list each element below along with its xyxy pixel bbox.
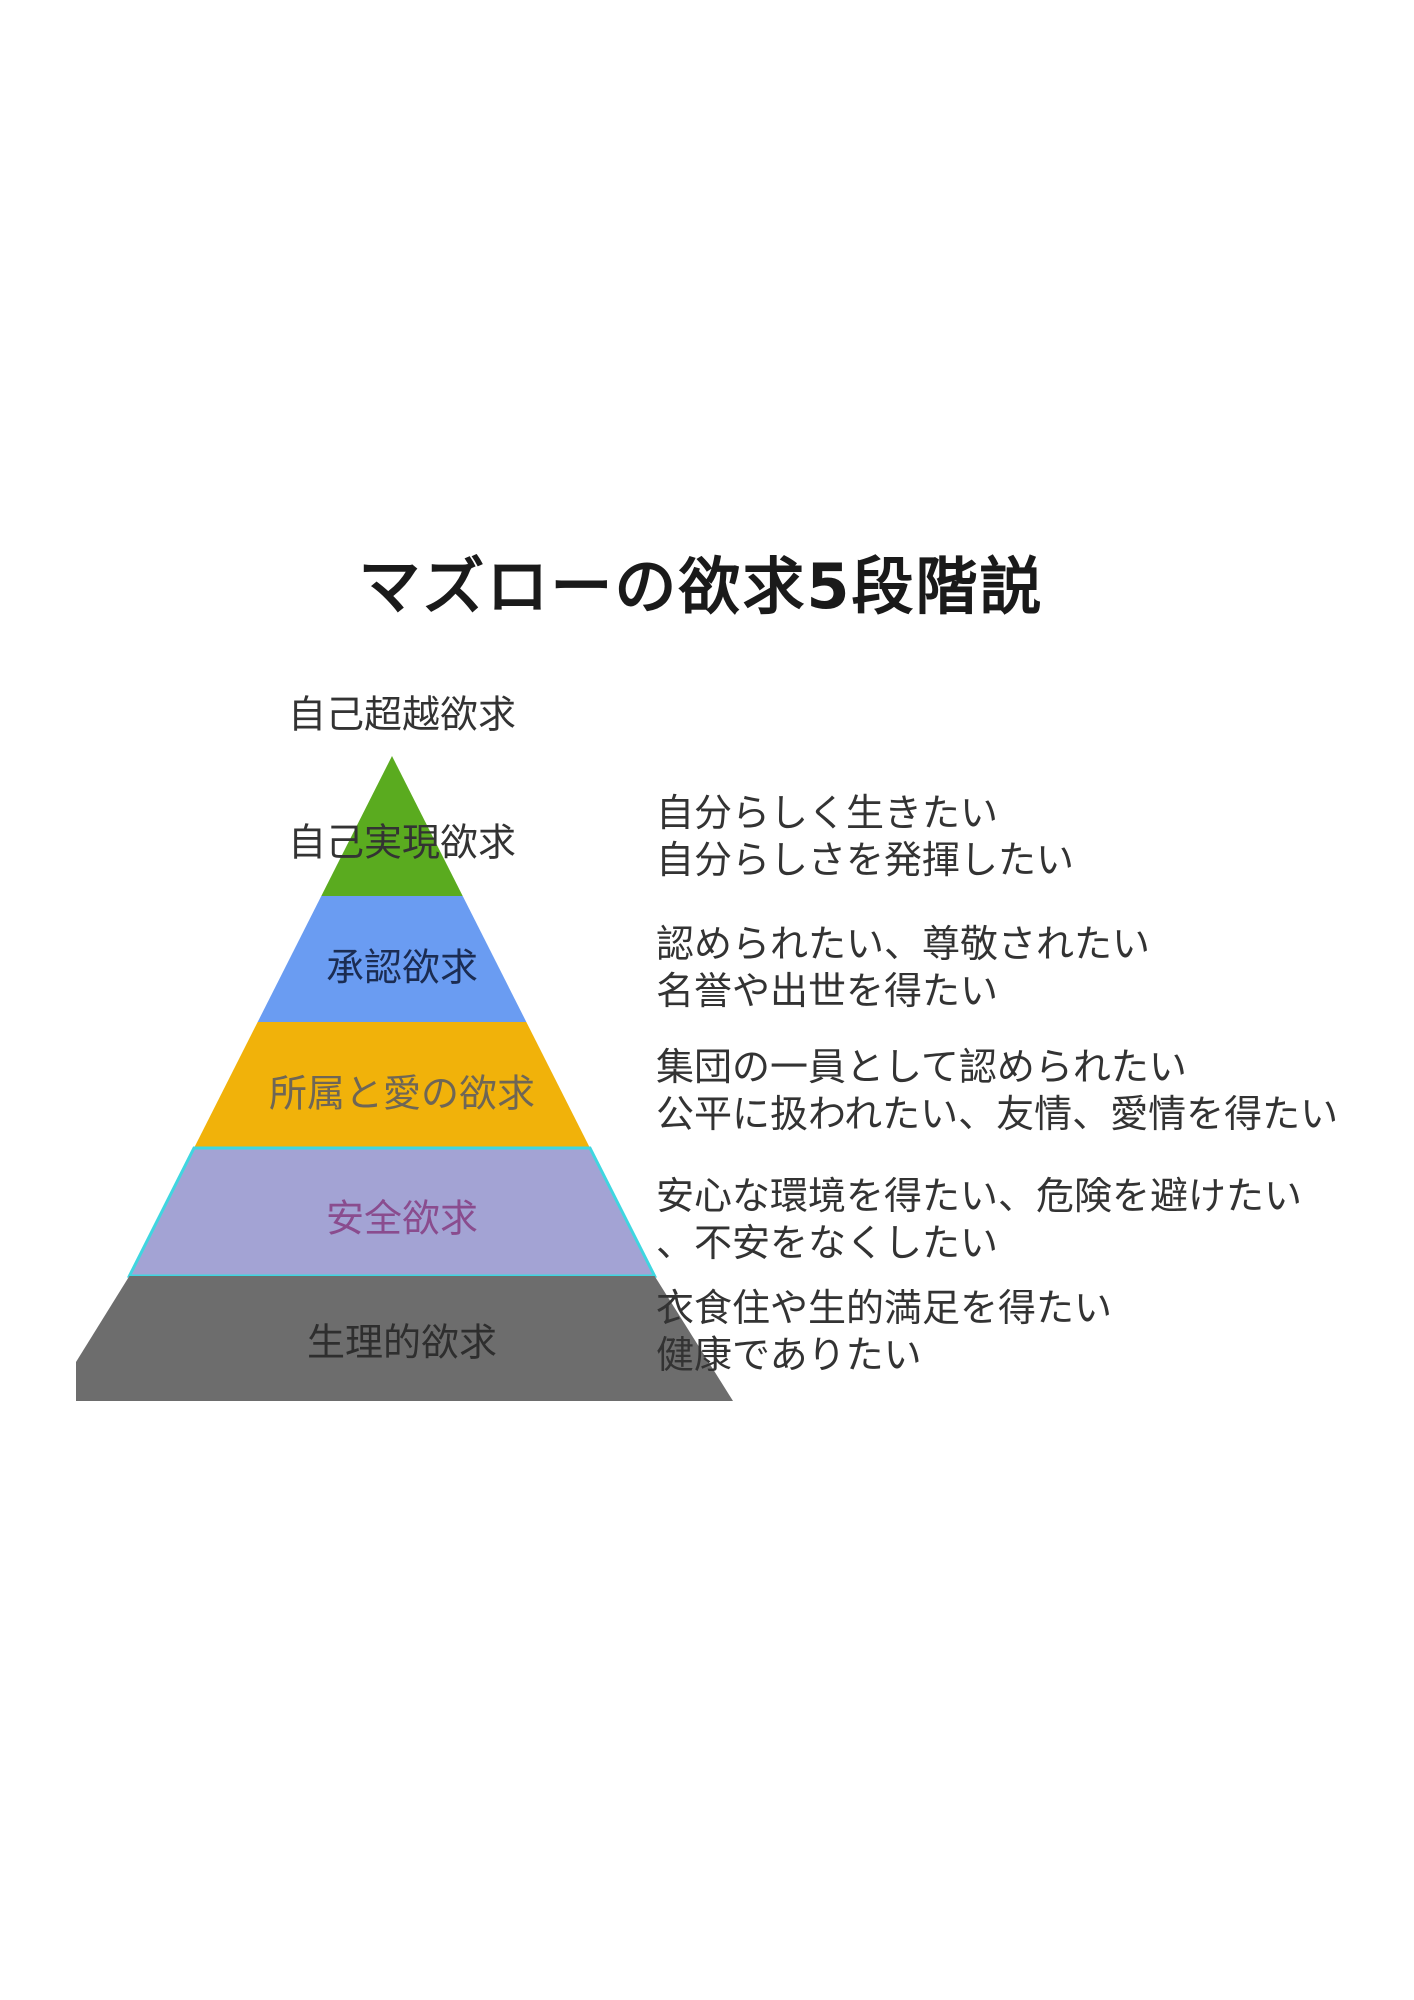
level-label-physiological: 生理的欲求 (306, 1320, 498, 1365)
diagram-title: マズローの欲求5段階説 (358, 550, 1044, 623)
desc-line: 公平に扱われたい、友情、愛情を得たい (656, 1092, 1339, 1136)
level-label-safety: 安全欲求 (325, 1196, 479, 1241)
desc-line: 自分らしさを発揮したい (656, 838, 1075, 882)
desc-safety: 安心な環境を得たい、危険を避けたい 、不安をなくしたい (656, 1173, 1302, 1267)
level-label-esteem: 承認欲求 (325, 945, 479, 990)
desc-line: 名誉や出世を得たい (656, 969, 999, 1013)
desc-esteem: 認められたい、尊敬されたい 名誉や出世を得たい (656, 921, 1150, 1015)
desc-line: 衣食住や生的満足を得たい (656, 1286, 1113, 1330)
level-label-self-actualization: 自己実現欲求 (287, 820, 517, 865)
desc-line: 自分らしく生きたい (656, 791, 999, 835)
desc-physiological: 衣食住や生的満足を得たい 健康でありたい (656, 1285, 1112, 1379)
pyramid-level-belonging (194, 1022, 590, 1148)
pyramid-level-physiological (76, 1276, 733, 1401)
desc-line: 安心な環境を得たい、危険を避けたい (656, 1174, 1303, 1218)
self-transcendence-label: 自己超越欲求 (287, 692, 517, 737)
desc-belonging: 集団の一員として認められたい 公平に扱われたい、友情、愛情を得たい (656, 1044, 1338, 1138)
pyramid-level-self-actualization (321, 756, 463, 896)
desc-self-actualization: 自分らしく生きたい 自分らしさを発揮したい (656, 790, 1074, 884)
desc-line: 、不安をなくしたい (656, 1221, 999, 1265)
level-label-belonging: 所属と愛の欲求 (268, 1071, 536, 1116)
desc-line: 健康でありたい (656, 1333, 922, 1377)
desc-line: 認められたい、尊敬されたい (656, 922, 1151, 966)
desc-line: 集団の一員として認められたい (656, 1045, 1187, 1089)
pyramid-level-esteem (257, 896, 527, 1022)
